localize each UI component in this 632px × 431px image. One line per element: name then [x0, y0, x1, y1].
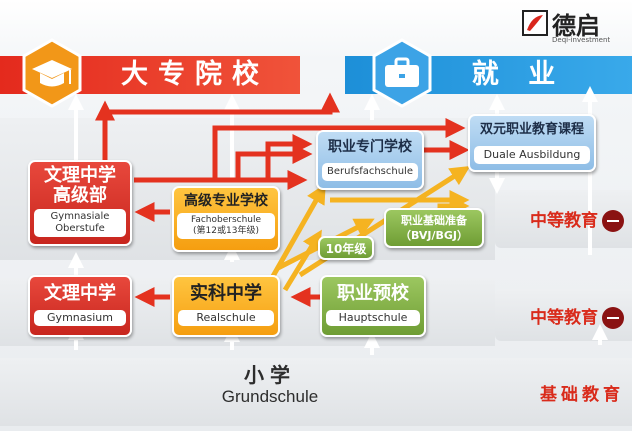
university-banner-label: 大专院校 — [121, 59, 269, 90]
brand-logo: 德启 Deqi-investment — [522, 8, 626, 48]
hauptschule-cn: 职业预校 — [337, 283, 409, 304]
hauptschule-de: Hauptschule — [326, 310, 420, 326]
fachoberschule-de: Fachoberschule (第12或13年级) — [177, 213, 275, 239]
fachoberschule-cn: 高级专业学校 — [184, 193, 268, 209]
arrow-red-9 — [235, 144, 313, 182]
duale-ausbildung-box: 双元职业教育课程 Duale Ausbildung — [468, 114, 596, 172]
gymnasium-box: 文理中学 Gymnasium — [28, 275, 132, 337]
brand-name: 德启 — [552, 12, 600, 40]
gymnasium-cn: 文理中学 — [44, 283, 116, 304]
tenth-grade-cn: 10年级 — [325, 242, 367, 256]
primary-band — [0, 358, 632, 426]
gymnasiale-oberstufe-box: 文理中学 高级部 Gymnasiale Oberstufe — [28, 160, 132, 246]
tenth-grade-box: 10年级 — [318, 236, 374, 260]
level-secondary-two-text: 中等教育 — [530, 211, 598, 231]
grundschule-label: 小学 Grundschule — [180, 364, 360, 408]
level-secondary-one: 中等教育 — [530, 303, 624, 329]
level-secondary-one-text: 中等教育 — [530, 308, 598, 328]
gymnasium-de: Gymnasium — [34, 310, 126, 326]
berufsfachschule-de: Berufsfachschule — [322, 163, 418, 181]
brand-mark-icon — [522, 10, 548, 36]
hauptschule-box: 职业预校 Hauptschule — [320, 275, 426, 337]
realschule-de: Realschule — [178, 310, 274, 326]
gymnasiale-oberstufe-de: Gymnasiale Oberstufe — [34, 209, 126, 237]
bvj-bgj-box: 职业基础准备 （BVJ/BGJ） — [384, 208, 484, 248]
arrow-red-8 — [212, 118, 466, 180]
grundschule-de: Grundschule — [221, 387, 319, 406]
briefcase-icon — [370, 38, 434, 108]
arrow-red-7 — [265, 134, 313, 182]
realschule-box: 实科中学 Realschule — [172, 275, 280, 337]
arrow-red-6 — [102, 92, 340, 118]
arrow-orange-2 — [282, 229, 322, 292]
berufsfachschule-box: 职业专门学校 Berufsfachschule — [316, 130, 424, 190]
graduation-cap-icon — [20, 38, 84, 108]
level-primary: 基础教育 — [540, 380, 624, 405]
brand-tagline: Deqi-investment — [552, 36, 611, 44]
level-secondary-two: 中等教育 — [530, 206, 624, 232]
red-arrows — [95, 92, 470, 307]
duale-ausbildung-cn: 双元职业教育课程 — [479, 122, 584, 137]
employment-banner-label: 就 业 — [471, 59, 566, 90]
level-one-badge-icon — [602, 307, 624, 329]
level-two-badge-icon — [602, 210, 624, 232]
realschule-cn: 实科中学 — [190, 283, 262, 304]
bvj-bgj-cn: 职业基础准备 （BVJ/BGJ） — [399, 214, 469, 242]
duale-ausbildung-de: Duale Ausbildung — [474, 146, 590, 164]
arrow-orange-1 — [265, 183, 326, 287]
berufsfachschule-cn: 职业专门学校 — [328, 139, 412, 155]
grundschule-cn: 小学 — [244, 363, 296, 387]
fachoberschule-box: 高级专业学校 Fachoberschule (第12或13年级) — [172, 186, 280, 252]
level-primary-text: 基础教育 — [540, 385, 624, 405]
gymnasiale-oberstufe-cn: 文理中学 高级部 — [44, 165, 116, 206]
